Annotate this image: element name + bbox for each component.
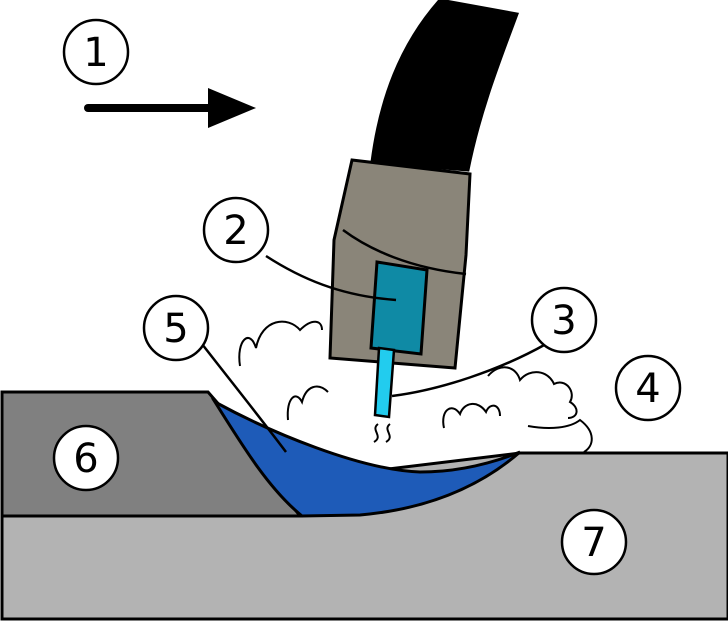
- leader-lines: [201, 254, 547, 453]
- weld-pool: [210, 397, 521, 518]
- callout-label-1: 1: [83, 30, 108, 76]
- leader-weld-pool: [201, 343, 287, 453]
- right-arrow-icon: [84, 88, 256, 128]
- callout-label-5: 5: [163, 306, 188, 352]
- callout-base-metal: 7: [560, 508, 628, 576]
- callout-weld-bead: 6: [52, 424, 120, 492]
- leader-contact-tip: [265, 254, 397, 302]
- callout-label-4: 4: [635, 366, 660, 412]
- callout-weld-pool: 5: [142, 294, 210, 362]
- callout-electrode-wire: 3: [530, 286, 598, 354]
- callout-shielding-gas: 4: [614, 354, 682, 422]
- welding-nozzle: [328, 158, 472, 370]
- callout-label-2: 2: [223, 208, 248, 254]
- callout-label-6: 6: [73, 436, 98, 482]
- callout-contact-tip: 2: [202, 196, 270, 264]
- contact-tip: [369, 260, 429, 356]
- shielding-gas: [238, 320, 593, 453]
- arc-squiggle: [373, 423, 391, 443]
- callout-label-3: 3: [551, 298, 576, 344]
- callout-travel-direction: 1: [62, 18, 130, 86]
- callout-label-7: 7: [581, 520, 606, 566]
- leader-electrode-wire: [391, 342, 547, 398]
- electrode-wire: [373, 346, 396, 419]
- welding-cable: [370, 0, 520, 172]
- nozzle-inner-line: [342, 228, 467, 276]
